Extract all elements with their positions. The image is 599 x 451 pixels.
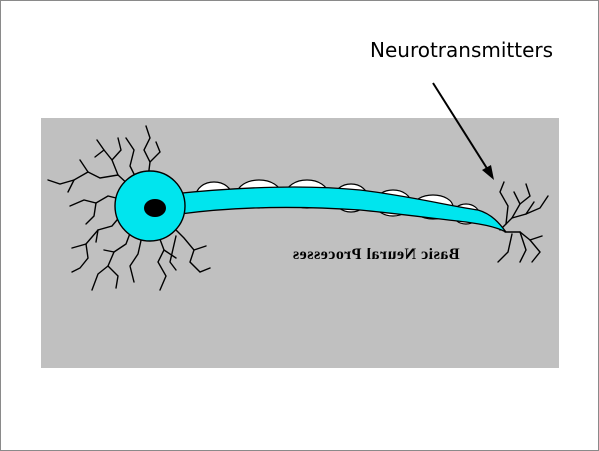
nucleus: [144, 199, 166, 217]
diagram-panel: [41, 118, 559, 368]
diagram-caption: Basic Neural Processes: [256, 246, 496, 264]
